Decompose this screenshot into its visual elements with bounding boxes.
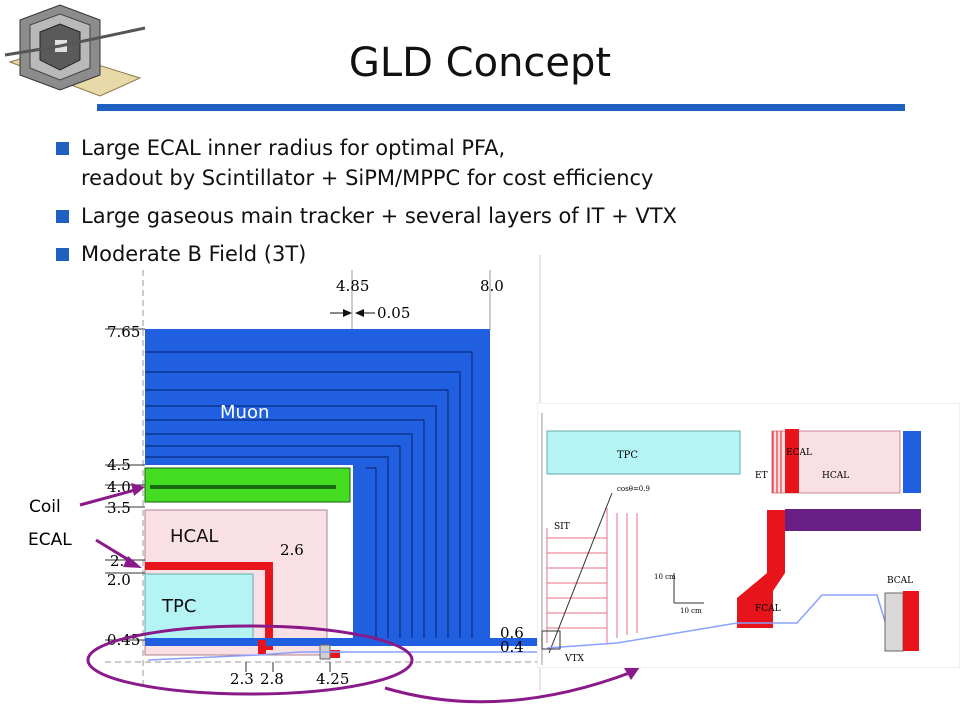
top-label: 4.85 <box>336 277 369 295</box>
svg-text:HCAL: HCAL <box>822 471 849 481</box>
bullet-text: Moderate B Field (3T) <box>81 242 307 266</box>
svg-text:VTX: VTX <box>564 654 585 664</box>
bullet-item: Large ECAL inner radius for optimal PFA,… <box>56 133 936 193</box>
bullet-marker-icon <box>56 142 69 155</box>
hcal-label: HCAL <box>170 526 218 547</box>
y-tick-label: 3.5 <box>107 499 131 517</box>
svg-text:ECAL: ECAL <box>786 448 812 458</box>
x-tick-label: 2.8 <box>260 670 284 688</box>
hcal-dim-label: 2.6 <box>280 541 304 559</box>
svg-text:TPC: TPC <box>617 450 638 461</box>
gld-detector-logo <box>0 0 150 104</box>
bullet-item: Large gaseous main tracker + several lay… <box>56 201 936 231</box>
muon-layers <box>145 351 473 638</box>
bullet-text: Large gaseous main tracker + several lay… <box>81 204 677 228</box>
bullet-text: readout by Scintillator + SiPM/MPPC for … <box>81 166 654 190</box>
right-label: 0.6 <box>500 624 524 642</box>
fwd-ecal <box>785 429 799 493</box>
fwd-bcal <box>903 591 919 651</box>
svg-text:FCAL: FCAL <box>755 604 781 614</box>
svg-text:10 cm: 10 cm <box>680 607 702 615</box>
y-tick-label: 2.0 <box>107 571 131 589</box>
svg-text:10 cm: 10 cm <box>654 573 676 581</box>
fwd-purple-bar <box>785 509 921 531</box>
right-label: 0.4 <box>500 638 524 656</box>
fwd-tpc <box>546 430 741 475</box>
x-tick-label: 2.3 <box>230 670 254 688</box>
ecal-side-label: ECAL <box>28 530 72 550</box>
gap-label: 0.05 <box>377 304 410 322</box>
bullet-item: Moderate B Field (3T) <box>56 239 936 269</box>
muon-label: Muon <box>220 402 269 423</box>
tpc-label: TPC <box>161 596 196 617</box>
bullet-list: Large ECAL inner radius for optimal PFA,… <box>56 133 936 277</box>
x-tick-label: 4.25 <box>316 670 349 688</box>
svg-text:ET: ET <box>755 471 768 481</box>
bullet-marker-icon <box>56 210 69 223</box>
bullet-marker-icon <box>56 248 69 261</box>
y-tick-label: 4.5 <box>107 456 131 474</box>
top-label: 8.0 <box>480 277 504 295</box>
svg-text:cosθ=0.9: cosθ=0.9 <box>617 485 650 493</box>
coil-side-label: Coil <box>29 497 61 517</box>
y-tick-label: 7.65 <box>107 323 140 341</box>
svg-text:SIT: SIT <box>554 522 570 532</box>
title-underline <box>97 104 905 111</box>
bullet-text: Large ECAL inner radius for optimal PFA, <box>81 136 506 160</box>
forward-region-zoom: TPC ECAL HCAL ET SIT cosθ=0.9 10 cm 10 c… <box>537 403 960 668</box>
svg-text:BCAL: BCAL <box>887 576 913 586</box>
ecal-region <box>145 562 273 570</box>
zoom-highlight <box>86 624 414 696</box>
fwd-fcal <box>737 510 785 628</box>
page-title: GLD Concept <box>348 40 612 86</box>
